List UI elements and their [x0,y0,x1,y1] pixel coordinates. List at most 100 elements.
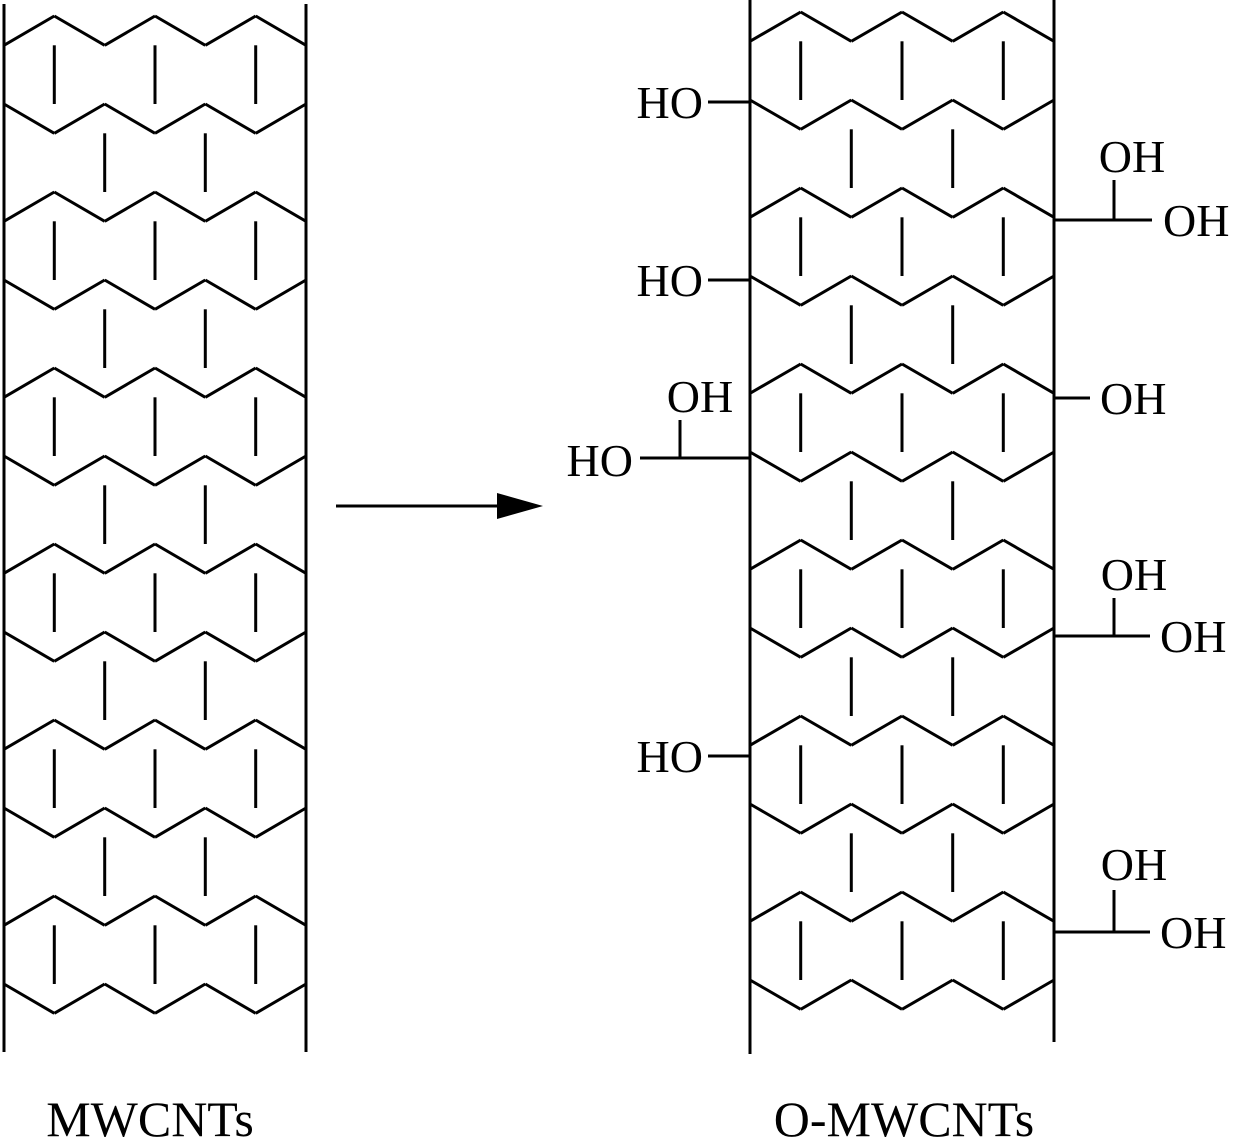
o-mwcnt-bond-85 [749,890,802,923]
mwcnt-bond-61 [53,630,106,663]
mwcnt-bond-95 [53,982,106,1015]
o-mwcnt-bond-95 [799,978,853,1011]
o-mwcnt-bond-53 [850,538,903,571]
mwcnt-bond-71 [154,718,207,751]
o-mwcnt-bond-78 [799,802,853,835]
o-mwcnt-bond-54 [901,538,954,571]
o-mwcnt-bond-10 [799,98,853,131]
o-mwcnt-bond-55 [951,538,1005,571]
mwcnt-bond-99 [254,982,307,1015]
branch-r1-side-label: OH [1163,195,1229,246]
mwcnt-bond-44 [53,454,106,487]
o-mwcnt-bond-31 [1002,274,1055,307]
mwcnt-bond-80 [154,806,207,839]
mwcnt-bond-65 [254,630,307,663]
o-mwcnt-bond-44 [799,450,853,483]
o-mwcnt-bond-29 [901,274,954,307]
o-mwcnt-bond-39 [1002,362,1055,395]
o-mwcnt-bond-51 [749,538,802,571]
o-mwcnt-bond-60 [749,626,802,659]
mwcnt-bond-9 [3,102,56,135]
reaction-arrow-head [497,493,543,519]
mwcnt-bond-18 [53,190,106,223]
mwcnt-bond-55 [204,542,257,575]
mwcnt-bond-17 [3,190,56,223]
mwcnt-bond-28 [103,278,156,311]
mwcnt-bond-21 [204,190,257,223]
mwcnt-bond-14 [254,102,307,135]
mwcnt-bond-31 [254,278,307,311]
o-mwcnt-bond-73 [1002,714,1055,747]
mwcnt-bond-38 [204,366,257,399]
mwcnt-bond-13 [204,102,257,135]
mwcnt-bond-72 [204,718,257,751]
functional-group-labels: HO HO HO HO OH OH OH OH OH OH OH OH [567,77,1230,958]
o-mwcnt-bond-82 [1002,802,1055,835]
o-mwcnt-bond-87 [850,890,903,923]
o-mwcnt-bond-21 [951,186,1005,219]
mwcnt-bond-77 [3,806,56,839]
o-mwcnt-bond-61 [799,626,853,659]
o-mwcnt-bond-12 [901,98,954,131]
mwcnt-bond-1 [53,14,106,47]
mwcnt-bond-89 [204,894,257,927]
mwcnt-bond-22 [254,190,307,223]
mwcnt-bond-47 [204,454,257,487]
mwcnt-bond-37 [154,366,207,399]
mwcnt-bond-60 [3,630,56,663]
mwcnt-bond-68 [3,718,56,751]
mwcnt-tube [2,4,308,1052]
mwcnt-bond-88 [154,894,207,927]
mwcnt-bond-35 [53,366,106,399]
o-mwcnt-bond-48 [1002,450,1055,483]
o-mwcnt-bond-9 [749,98,802,131]
mwcnt-bond-54 [154,542,207,575]
o-mwcnt-bond-17 [749,186,802,219]
mwcnt-bond-0 [3,14,56,47]
reaction-arrow [336,493,543,519]
mwcnt-bond-78 [53,806,106,839]
mwcnt-hexagon-lattice [3,14,307,1015]
o-mwcnt-bond-72 [951,714,1005,747]
ho-label-1: HO [637,77,703,128]
o-mwcnt-bond-71 [901,714,954,747]
o-mwcnt-bond-80 [901,802,954,835]
mwcnt-bond-96 [103,982,156,1015]
mwcnt-bond-97 [154,982,207,1015]
mwcnt-bond-87 [103,894,156,927]
mwcnt-bond-70 [103,718,156,751]
o-mwcnt-bond-2 [850,10,903,43]
o-mwcnt-bond-34 [749,362,802,395]
o-mwcnt-bond-0 [749,10,802,43]
mwcnt-bond-64 [204,630,257,663]
mwcnt-bond-98 [204,982,257,1015]
mwcnt-bond-52 [53,542,106,575]
mwcnt-bond-94 [3,982,56,1015]
o-mwcnt-bond-37 [901,362,954,395]
o-mwcnt-bond-94 [749,978,802,1011]
o-mwcnt-bond-14 [1002,98,1055,131]
o-mwcnt-bond-89 [951,890,1005,923]
o-mwcnt-bond-96 [850,978,903,1011]
mwcnt-bond-79 [103,806,156,839]
mwcnt-bond-90 [254,894,307,927]
mwcnt-bond-34 [3,366,56,399]
o-mwcnt-bond-56 [1002,538,1055,571]
o-mwcnt-bond-90 [1002,890,1055,923]
o-mwcnt-bond-27 [799,274,853,307]
mwcnt-bond-39 [254,366,307,399]
mwcnt-bond-11 [103,102,156,135]
o-mwcnt-caption: O-MWCNTs [774,1091,1034,1139]
mwcnt-bond-48 [254,454,307,487]
mwcnt-bond-45 [103,454,156,487]
o-mwcnt-bond-68 [749,714,802,747]
mwcnt-bond-12 [154,102,207,135]
o-mwcnt-bond-86 [799,890,853,923]
o-mwcnt-bond-22 [1002,186,1055,219]
ho-label-3: HO [567,435,633,486]
mwcnt-bond-30 [204,278,257,311]
mwcnt-bond-19 [103,190,156,223]
o-mwcnt-bond-30 [951,274,1005,307]
o-mwcnt-bond-64 [951,626,1005,659]
